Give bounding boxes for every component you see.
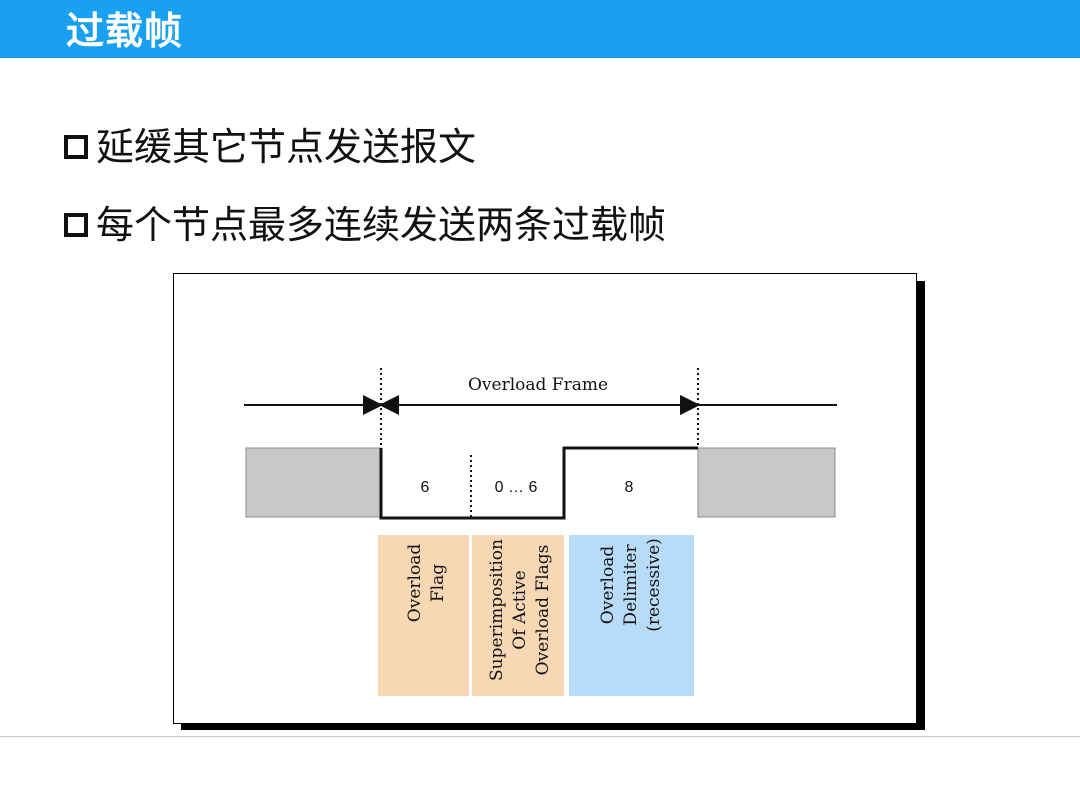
slide-title: 过载帧	[66, 9, 184, 53]
superimposition-field	[472, 535, 564, 696]
bullet-text: 延缓其它节点发送报文	[96, 125, 477, 169]
bullet-item: 延缓其它节点发送报文	[64, 122, 476, 172]
delimiter-bit-count: 8	[625, 479, 634, 496]
superimposition-bit-count: 0 … 6	[495, 479, 538, 496]
flag-bit-count: 6	[421, 479, 430, 496]
right-outside-block	[697, 447, 836, 518]
overload-waveform	[379, 446, 698, 520]
overload-delimiter-line: (recessive)	[644, 538, 664, 632]
square-bullet-icon	[64, 135, 88, 159]
overload-delimiter-line: Delimiter	[621, 544, 641, 626]
overload-flag-field	[378, 535, 469, 696]
overload-delimiter-line: Overload	[598, 546, 618, 625]
overload-flag-label: Overload Flag	[405, 544, 448, 623]
square-bullet-icon	[64, 213, 88, 237]
bottom-rule	[0, 736, 1080, 737]
bullet-item: 每个节点最多连续发送两条过载帧	[64, 200, 666, 250]
bullet-text: 每个节点最多连续发送两条过载帧	[96, 203, 667, 247]
overload-frame-label: Overload Frame	[468, 375, 608, 395]
overload-delimiter-label: Overload Delimiter (recessive)	[598, 538, 664, 632]
superimposition-line: Overload Flags	[533, 545, 553, 676]
superimposition-label: Superimposition Of Active Overload Flags	[487, 539, 553, 681]
overload-flag-line: Flag	[428, 564, 448, 602]
superimposition-line: Superimposition	[487, 539, 507, 681]
left-outside-block	[245, 447, 382, 518]
overload-flag-line: Overload	[405, 544, 425, 623]
overload-delimiter-field	[569, 535, 694, 696]
superimposition-line: Of Active	[510, 570, 530, 649]
title-bar	[0, 0, 1080, 58]
